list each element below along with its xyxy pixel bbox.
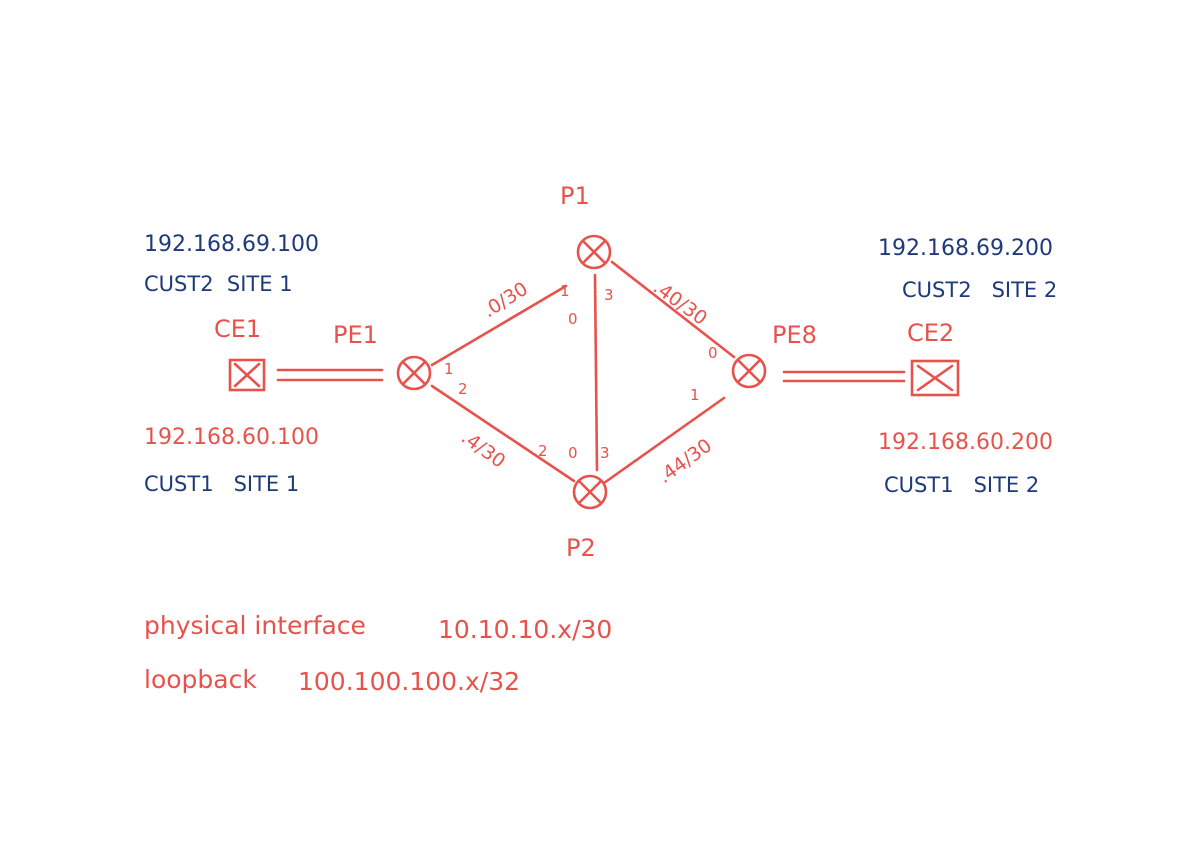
cust1-site1-name: CUST1 SITE 1 xyxy=(144,472,299,496)
pe1-label: PE1 xyxy=(333,321,378,349)
if-pe1-to-p1: 1 xyxy=(444,360,454,378)
if-p1-to-pe8: 0 xyxy=(568,310,578,328)
link-p1-pe8 xyxy=(610,260,736,359)
subnet-pe1-p1: .0/30 xyxy=(479,278,532,322)
subnet-p1-pe8: .40/30 xyxy=(649,276,711,330)
router-pe1-icon[interactable] xyxy=(396,355,432,391)
cust1-site2-name: CUST1 SITE 2 xyxy=(884,473,1039,497)
ce2-label: CE2 xyxy=(907,319,954,347)
cust2-site1-name: CUST2 SITE 1 xyxy=(144,272,293,296)
if-p2-to-pe1: 2 xyxy=(538,442,548,460)
if-pe8-to-p2: 1 xyxy=(690,386,700,404)
if-p1-to-p2: 3 xyxy=(604,286,614,304)
link-p2-pe8 xyxy=(602,396,726,485)
router-p2-icon[interactable] xyxy=(572,474,608,510)
if-p1-to-pe1: 1 xyxy=(560,282,570,300)
cust2-site2-name: CUST2 SITE 2 xyxy=(902,278,1057,302)
cust1-site1-ip: 192.168.60.100 xyxy=(144,425,319,450)
link-pe1-p2 xyxy=(430,384,576,483)
legend-physical-value: 10.10.10.x/30 xyxy=(438,615,612,644)
if-p2-to-pe8: 3 xyxy=(600,444,610,462)
cust1-site2-ip: 192.168.60.200 xyxy=(878,430,1053,455)
cust2-site2-ip: 192.168.69.200 xyxy=(878,236,1053,261)
ce2-switch-icon[interactable] xyxy=(910,359,960,397)
pe8-label: PE8 xyxy=(772,321,817,349)
if-pe1-to-p2: 2 xyxy=(458,380,468,398)
cust2-site1-ip: 192.168.69.100 xyxy=(144,232,319,257)
link-pe1-p1 xyxy=(430,284,568,367)
link-pe8-ce2 xyxy=(782,370,906,383)
if-p2-to-p1: 0 xyxy=(568,444,578,462)
ce1-label: CE1 xyxy=(214,315,261,343)
p2-label: P2 xyxy=(566,534,596,562)
legend-physical-label: physical interface xyxy=(144,611,366,640)
legend-loopback-value: 100.100.100.x/32 xyxy=(298,667,520,696)
router-pe8-icon[interactable] xyxy=(731,353,767,389)
link-p1-p2 xyxy=(593,273,599,472)
p1-label: P1 xyxy=(560,182,590,210)
ce1-switch-icon[interactable] xyxy=(228,358,266,392)
link-ce1-pe1 xyxy=(276,368,384,382)
legend-loopback-label: loopback xyxy=(144,665,257,694)
router-p1-icon[interactable] xyxy=(576,234,612,270)
if-pe8-to-p1: 0 xyxy=(708,344,718,362)
